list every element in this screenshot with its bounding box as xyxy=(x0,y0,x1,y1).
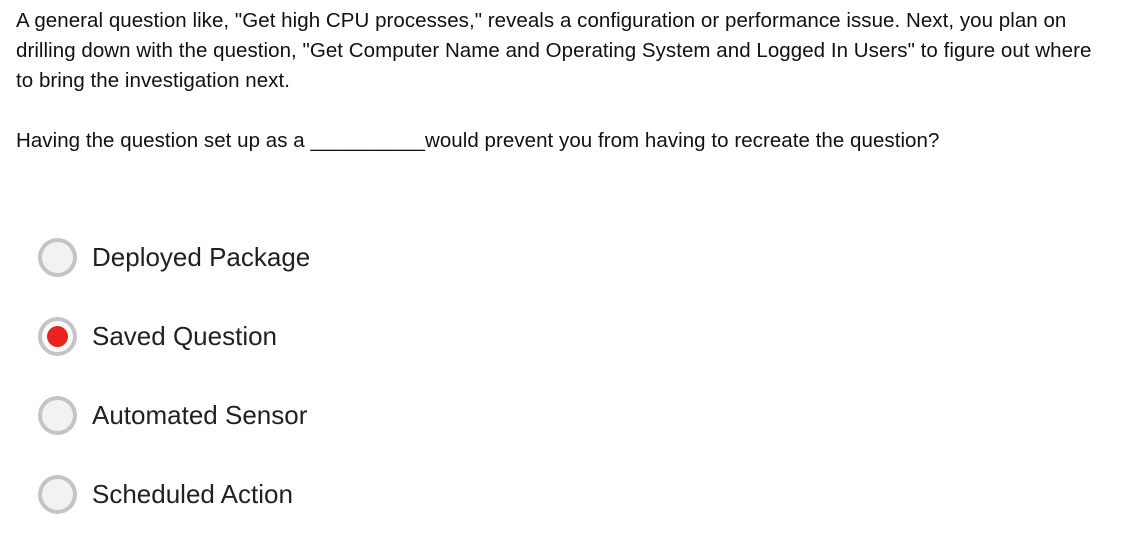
radio-button-icon[interactable] xyxy=(38,237,77,277)
answer-options-group: Deployed Package Saved Question Automate… xyxy=(38,237,1038,514)
radio-button-icon[interactable] xyxy=(38,474,77,514)
answer-option-label: Saved Question xyxy=(92,321,278,351)
radio-dot-icon xyxy=(47,325,68,347)
question-prompt: A general question like, "Get high CPU p… xyxy=(16,6,1111,156)
answer-option-deployed-package[interactable]: Deployed Package xyxy=(38,237,1038,277)
answer-option-automated-sensor[interactable]: Automated Sensor xyxy=(38,395,1038,435)
radio-button-selected-icon[interactable] xyxy=(38,316,77,356)
answer-option-scheduled-action[interactable]: Scheduled Action xyxy=(38,474,1038,514)
answer-option-label: Automated Sensor xyxy=(92,400,308,430)
question-paragraph-2: Having the question set up as a ________… xyxy=(16,129,940,152)
answer-option-label: Deployed Package xyxy=(92,242,311,272)
radio-button-icon[interactable] xyxy=(38,395,77,435)
answer-option-saved-question[interactable]: Saved Question xyxy=(38,316,1038,356)
question-paragraph-1: A general question like, "Get high CPU p… xyxy=(16,9,1098,92)
answer-option-label: Scheduled Action xyxy=(92,479,293,509)
